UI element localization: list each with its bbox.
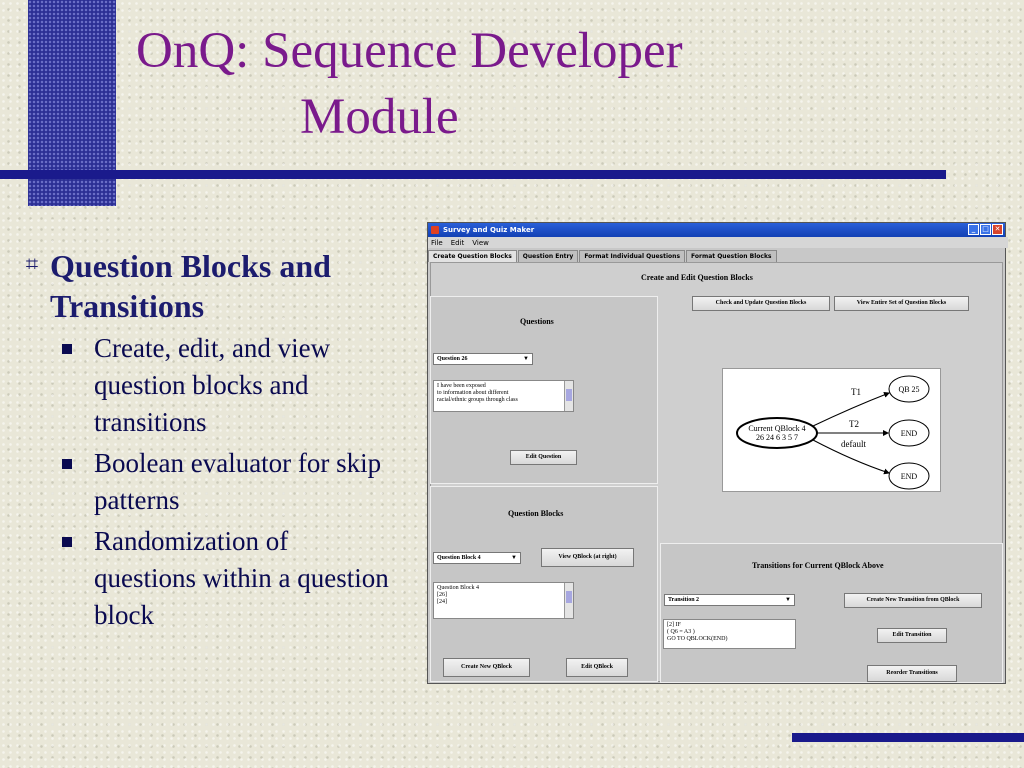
transition-text-line: ( Q6 = A3 ): [667, 629, 695, 635]
main-bullet: ⌗ Question Blocks and Transitions: [14, 246, 414, 326]
view-entire-set-button[interactable]: View Entire Set of Question Blocks: [834, 296, 969, 311]
close-icon[interactable]: ✕: [992, 224, 1003, 235]
dropdown-arrow-icon: ▼: [511, 555, 517, 561]
current-qblock-label: Current QBlock 4: [748, 424, 805, 433]
scrollbar-thumb[interactable]: [566, 591, 572, 603]
scrollbar[interactable]: [564, 381, 573, 411]
end-node: [888, 419, 930, 447]
bullet-list: ⌗ Question Blocks and Transitions Create…: [14, 246, 414, 634]
transition-select[interactable]: Transition 2 ▼: [664, 594, 795, 606]
window-title: Survey and Quiz Maker: [443, 226, 535, 234]
transition-graph: Current QBlock 4 26 24 6 3 5 7 QB 25 END…: [722, 368, 941, 492]
check-update-qblocks-button[interactable]: Check and Update Question Blocks: [692, 296, 830, 311]
transition-text-line: GO TO QBLOCK(END): [667, 636, 728, 642]
window-titlebar: Survey and Quiz Maker _ □ ✕: [428, 223, 1005, 237]
reorder-transitions-button[interactable]: Reorder Transitions: [867, 665, 957, 682]
square-bullet-icon: [62, 459, 72, 469]
menu-edit[interactable]: Edit: [450, 238, 465, 247]
window-controls: _ □ ✕: [968, 224, 1003, 235]
questions-heading: Questions: [520, 317, 554, 326]
scrollbar-thumb[interactable]: [566, 389, 572, 401]
tab-format-individual-questions[interactable]: Format Individual Questions: [579, 250, 686, 262]
graph-svg: Current QBlock 4 26 24 6 3 5 7 QB 25 END…: [736, 375, 930, 490]
qb25-label: QB 25: [898, 385, 919, 394]
transitions-panel: [660, 543, 1003, 683]
sub-bullet: Create, edit, and view question blocks a…: [62, 330, 414, 441]
menu-file[interactable]: File: [431, 238, 443, 247]
tab-strip: Create Question Blocks Question Entry Fo…: [428, 250, 778, 262]
square-bullet-icon: [62, 344, 72, 354]
create-new-transition-button[interactable]: Create New Transition from QBlock: [844, 593, 982, 608]
sub-bullet-text: Create, edit, and view question blocks a…: [94, 333, 331, 437]
tab-question-entry[interactable]: Question Entry: [517, 250, 579, 262]
sub-bullet: Boolean evaluator for skip patterns: [62, 445, 414, 519]
slide-title-line1: OnQ: Sequence Developer: [136, 23, 683, 79]
transition-select-value: Transition 2: [668, 597, 700, 603]
dropdown-arrow-icon: ▼: [785, 597, 791, 603]
question-text-line: to information about different: [437, 390, 509, 396]
transition-text-area[interactable]: [2] IF ( Q6 = A3 ) GO TO QBLOCK(END): [663, 619, 796, 649]
menu-bar: File Edit View: [428, 237, 1008, 248]
question-block-select-value: Question Block 4: [437, 555, 481, 561]
qb25-node: [888, 375, 930, 403]
edit-question-button[interactable]: Edit Question: [510, 450, 577, 465]
title-divider-rule: [0, 170, 946, 179]
transitions-heading: Transitions for Current QBlock Above: [752, 561, 884, 570]
slide-title-line2: Module: [300, 89, 459, 145]
transition-text-line: [2] IF: [667, 622, 681, 628]
question-block-select[interactable]: Question Block 4 ▼: [433, 552, 521, 564]
menu-view[interactable]: View: [472, 238, 489, 247]
question-select[interactable]: Question 26 ▼: [433, 353, 533, 365]
scrollbar[interactable]: [564, 583, 573, 618]
list-item: [26]: [437, 592, 447, 598]
bullet-mark-icon: ⌗: [25, 252, 39, 277]
main-bullet-text: Question Blocks and Transitions: [50, 248, 331, 324]
app-icon: [431, 226, 439, 234]
square-bullet-icon: [62, 537, 72, 547]
question-text-area[interactable]: I have been exposed to information about…: [433, 380, 574, 412]
edge-t1: [812, 392, 890, 427]
minimize-icon[interactable]: _: [968, 224, 979, 235]
end-label: END: [901, 429, 918, 438]
main-heading: Create and Edit Question Blocks: [641, 273, 753, 282]
tab-create-question-blocks[interactable]: Create Question Blocks: [428, 250, 517, 262]
view-qblock-button[interactable]: View QBlock (at right): [541, 548, 634, 567]
tab-format-question-blocks[interactable]: Format Question Blocks: [686, 250, 777, 262]
slide-title: OnQ: Sequence Developer Module: [136, 18, 896, 150]
edge-label-default: default: [841, 439, 866, 449]
question-select-value: Question 26: [437, 356, 468, 362]
question-block-list[interactable]: Question Block 4 [26] [24]: [433, 582, 574, 619]
sub-bullet: Randomization of questions within a ques…: [62, 523, 414, 634]
create-new-qblock-button[interactable]: Create New QBlock: [443, 658, 530, 677]
current-qblock-sequence: 26 24 6 3 5 7: [756, 433, 798, 442]
end-node: [888, 462, 930, 490]
dropdown-arrow-icon: ▼: [523, 356, 529, 362]
question-text-line: racial/ethnic groups through class: [437, 397, 518, 403]
footer-rule: [792, 733, 1024, 742]
question-blocks-heading: Question Blocks: [508, 509, 564, 518]
end-label: END: [901, 472, 918, 481]
sub-bullet-text: Randomization of questions within a ques…: [94, 526, 389, 630]
list-item: [24]: [437, 599, 447, 605]
list-item: Question Block 4: [437, 585, 479, 591]
question-text-line: I have been exposed: [437, 383, 486, 389]
edge-label-t1: T1: [851, 387, 861, 397]
edge-default: [812, 439, 890, 475]
edit-qblock-button[interactable]: Edit QBlock: [566, 658, 628, 677]
edge-label-t2: T2: [849, 419, 859, 429]
edit-transition-button[interactable]: Edit Transition: [877, 628, 947, 643]
sub-bullet-text: Boolean evaluator for skip patterns: [94, 448, 382, 515]
maximize-icon[interactable]: □: [980, 224, 991, 235]
